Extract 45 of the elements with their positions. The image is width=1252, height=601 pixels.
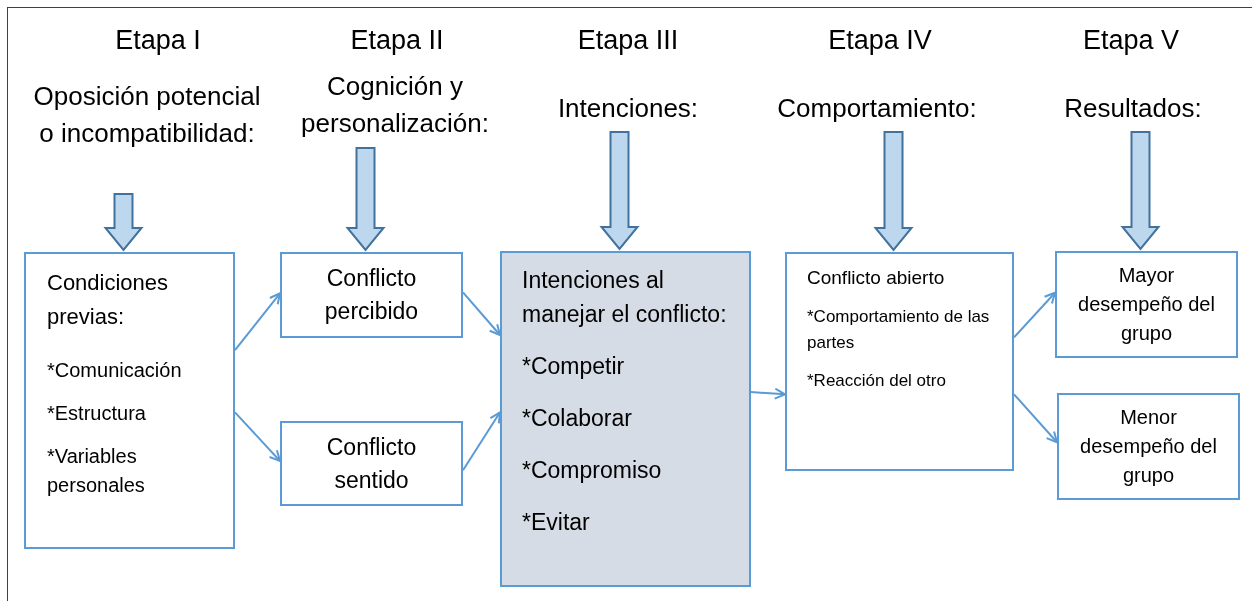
stage-label: Etapa II — [350, 25, 444, 55]
arrow — [462, 411, 501, 472]
arrow — [234, 292, 281, 351]
list-item: *Evitar — [522, 508, 591, 537]
stage-label: Etapa III — [577, 25, 679, 55]
process-box — [24, 252, 235, 549]
process-box — [500, 251, 751, 587]
process-box — [1057, 393, 1240, 500]
process-box — [785, 252, 1014, 471]
box-label: Mayor desempeño del grupo — [1077, 263, 1216, 346]
block-arrow — [345, 147, 386, 252]
arrow — [1013, 291, 1056, 339]
stage-heading: Cognición y personalización: — [300, 70, 490, 140]
box-heading: Intenciones al manejar el conflicto: — [522, 266, 728, 329]
block-arrow — [873, 131, 914, 252]
box-heading: Condiciones previas: — [47, 269, 170, 331]
stage-label: Etapa IV — [828, 25, 932, 55]
list-item: *Variables personales — [47, 444, 146, 498]
block-arrow — [103, 193, 144, 252]
box-heading: Conflicto abierto — [807, 266, 946, 290]
box-label: Conflicto sentido — [325, 432, 418, 495]
stage-heading: Resultados: — [1064, 92, 1202, 125]
stage-heading: Oposición potencial o incompatibilidad: — [32, 80, 262, 150]
list-item: *Comunicación — [47, 358, 183, 383]
list-item: *Colaborar — [522, 404, 633, 433]
stage-heading: Intenciones: — [557, 92, 699, 125]
list-item: *Reacción del otro — [807, 370, 947, 392]
arrow — [462, 291, 501, 336]
list-item: *Compromiso — [522, 456, 663, 485]
box-label: Conflicto percibido — [323, 264, 420, 326]
list-item: *Competir — [522, 352, 626, 381]
block-arrow — [1120, 131, 1161, 251]
stage-label: Etapa I — [115, 25, 201, 55]
arrow — [234, 411, 281, 462]
list-item: *Comportamiento de las partes — [807, 306, 991, 354]
process-box — [1055, 251, 1238, 358]
box-label: Menor desempeño del grupo — [1079, 405, 1218, 488]
list-item: *Estructura — [47, 401, 147, 426]
process-box — [280, 421, 463, 506]
stage-heading: Comportamiento: — [777, 92, 977, 125]
block-arrow — [599, 131, 640, 251]
arrow — [1013, 393, 1058, 444]
arrow — [750, 387, 786, 400]
stage-label: Etapa V — [1082, 25, 1180, 55]
process-box — [280, 252, 463, 338]
